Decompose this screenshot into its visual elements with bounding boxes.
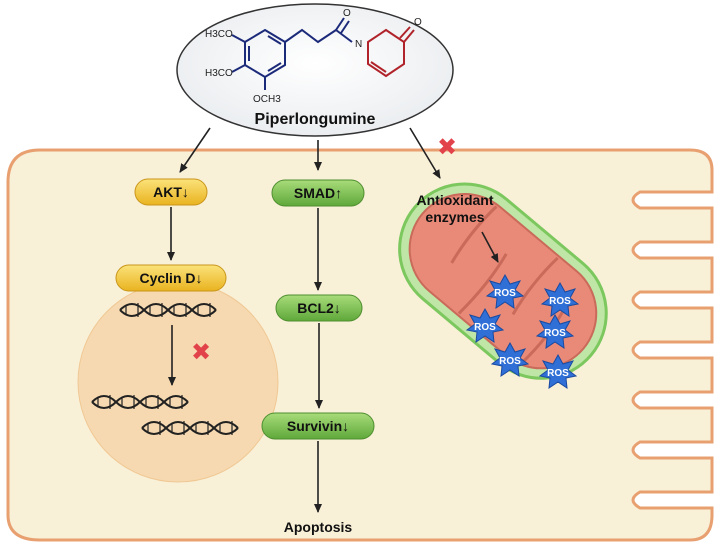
ros-burst-6: ROS xyxy=(538,353,578,390)
ros-burst-5: ROS xyxy=(490,341,530,378)
dna-helix-top xyxy=(119,303,217,317)
akt-label: AKT↓ xyxy=(153,184,189,200)
oxygen-atom-2: O xyxy=(414,17,422,28)
methoxy-group-3: OCH3 xyxy=(253,94,281,105)
survivin-pill xyxy=(261,412,375,440)
enzymes-label: enzymes xyxy=(425,209,484,225)
svg-text:ROS: ROS xyxy=(544,328,566,339)
piperlongumine-structure xyxy=(231,17,353,90)
ros-burst-2: ROS xyxy=(540,281,580,318)
smad-label: SMAD↑ xyxy=(294,185,342,201)
antioxidant-label: Antioxidant xyxy=(417,192,494,208)
svg-text:ROS: ROS xyxy=(547,368,569,379)
bcl2-label: BCL2↓ xyxy=(297,300,341,316)
inhibit-mark-dna: ✖ xyxy=(191,339,211,366)
cyclin-d-pill xyxy=(115,264,227,292)
dna-helix-left xyxy=(91,395,189,409)
compound-name: Piperlongumine xyxy=(255,111,376,128)
oxygen-atom-1: O xyxy=(343,8,351,19)
arrow-enzymes-to-ros xyxy=(481,231,499,263)
dna-helix-right xyxy=(141,421,239,435)
ros-burst-3: ROS xyxy=(465,307,505,344)
cyclin-d-label: Cyclin D↓ xyxy=(139,270,202,286)
svg-text:ROS: ROS xyxy=(549,296,571,307)
methoxy-group-1: H3CO xyxy=(205,29,233,40)
inhibit-mark-mito: ✖ xyxy=(437,134,457,161)
svg-text:ROS: ROS xyxy=(494,288,516,299)
arrow-compound-to-mito xyxy=(409,127,441,179)
survivin-label: Survivin↓ xyxy=(287,418,349,434)
apoptosis-label: Apoptosis xyxy=(284,519,353,535)
smad-pill xyxy=(271,179,365,207)
nucleus xyxy=(77,281,279,483)
lactam-ring xyxy=(367,26,415,78)
akt-pill xyxy=(134,178,208,206)
ros-burst-4: ROS xyxy=(535,313,575,350)
ros-burst-1: ROS xyxy=(485,273,525,310)
arrow-compound-to-akt xyxy=(179,127,211,173)
methoxy-group-2: H3CO xyxy=(205,68,233,79)
bcl2-pill xyxy=(275,294,363,322)
nitrogen-atom: N xyxy=(355,39,362,50)
compound-ellipse xyxy=(176,3,454,137)
svg-text:ROS: ROS xyxy=(474,322,496,333)
svg-text:ROS: ROS xyxy=(499,356,521,367)
